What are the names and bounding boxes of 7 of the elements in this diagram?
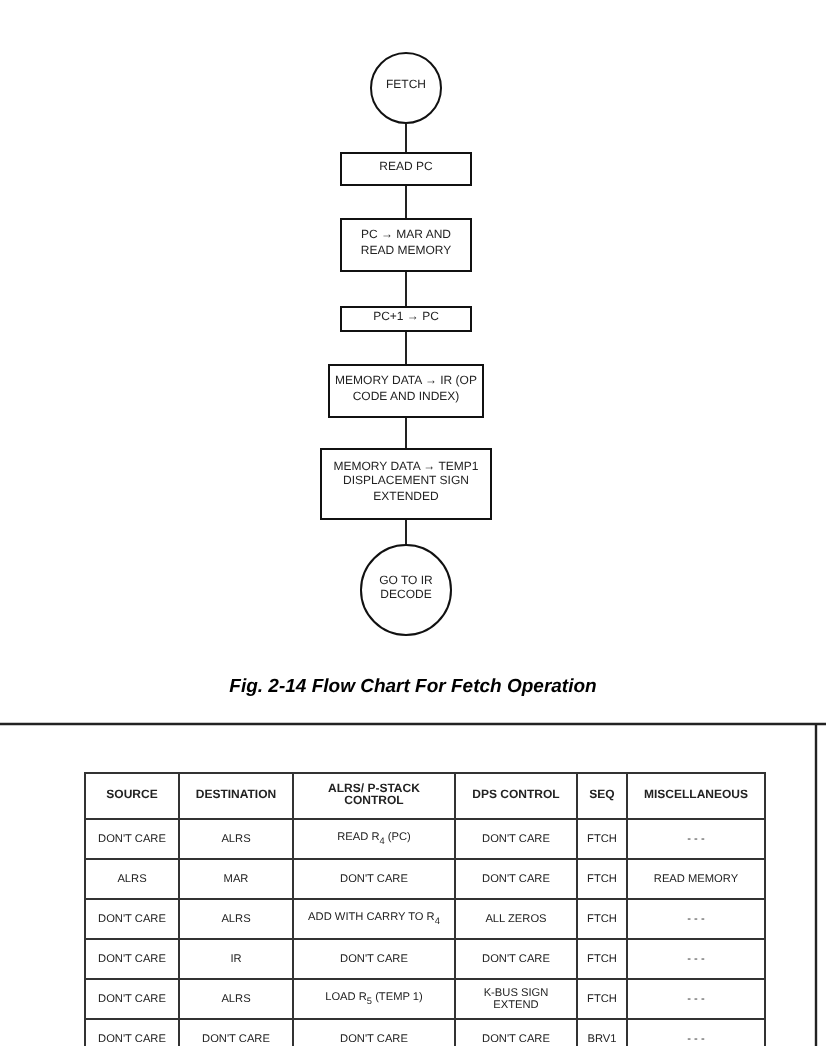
- connector-line: [405, 519, 407, 545]
- connector-line: [405, 331, 407, 365]
- connector-line: [405, 417, 407, 449]
- connector-line: [405, 185, 407, 219]
- figure-caption: Fig. 2-14 Flow Chart For Fetch Operation: [227, 676, 599, 698]
- connector-line: [405, 271, 407, 307]
- connector-line: [405, 123, 407, 153]
